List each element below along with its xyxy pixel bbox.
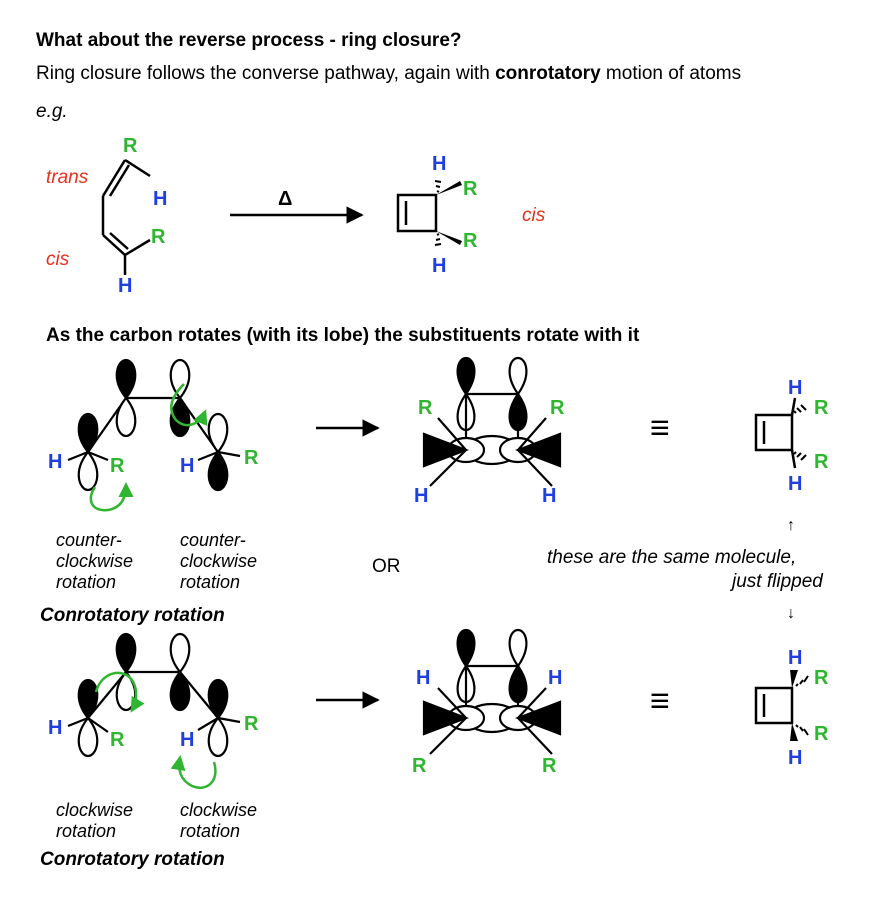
caption-line: counter- <box>180 530 246 550</box>
equivalence-icon: ≡ <box>650 409 670 447</box>
equivalence-icon: ≡ <box>650 682 670 720</box>
caption-line: clockwise <box>56 800 134 820</box>
substituent-R: R <box>244 713 259 735</box>
orbital-diagram-1 <box>67 358 241 492</box>
trans-label: trans <box>46 167 89 188</box>
substituent-R: R <box>550 397 565 419</box>
caption-line: clockwise <box>180 800 258 820</box>
row1-caption-right: counter- clockwise rotation <box>180 530 257 593</box>
cyclobutene-product <box>396 180 462 246</box>
substituent-R: R <box>814 397 829 419</box>
substituent-H: H <box>548 667 562 689</box>
substituent-H: H <box>48 451 62 473</box>
row1-label: Conrotatory rotation <box>40 605 225 626</box>
row2-caption-right: clockwise rotation <box>180 800 257 842</box>
intro-before: Ring closure follows the converse pathwa… <box>36 63 496 84</box>
substituent-H: H <box>788 473 802 495</box>
same-molecule-line1: these are the same molecule, <box>547 547 797 568</box>
heat-symbol: Δ <box>278 188 292 210</box>
down-arrow-icon: ↓ <box>787 605 795 622</box>
substituent-H: H <box>414 485 428 507</box>
substituent-H: H <box>432 153 446 175</box>
rotation-arrow-icon <box>170 755 217 789</box>
substituent-H: H <box>788 377 802 399</box>
cis-label-right: cis <box>522 205 546 226</box>
substituent-R: R <box>814 667 829 689</box>
substituent-R: R <box>123 135 138 157</box>
eg-label: e.g. <box>36 101 68 122</box>
substituent-H: H <box>788 647 802 669</box>
substituent-R: R <box>463 230 478 252</box>
rotation-arrow-icon <box>170 383 208 427</box>
substituent-H: H <box>432 255 446 277</box>
rotation-arrow-icon <box>94 671 145 713</box>
or-label: OR <box>372 556 401 577</box>
substituent-R: R <box>244 447 259 469</box>
intro-bold: conrotatory <box>495 63 601 84</box>
substituent-H: H <box>118 275 132 297</box>
substituent-R: R <box>110 455 125 477</box>
substituent-H: H <box>180 455 194 477</box>
substituent-H: H <box>542 485 556 507</box>
substituent-H: H <box>180 729 194 751</box>
rotation-arrow-icon <box>89 482 134 512</box>
up-arrow-icon: ↑ <box>787 517 795 534</box>
substituent-H: H <box>48 717 62 739</box>
substituent-H: H <box>416 667 430 689</box>
row1-caption-left: counter- clockwise rotation <box>56 530 133 593</box>
substituent-R: R <box>418 397 433 419</box>
cyclobutene-product <box>754 670 809 741</box>
substituent-R: R <box>814 723 829 745</box>
intro-after: motion of atoms <box>600 63 742 84</box>
caption-line: rotation <box>180 572 241 592</box>
caption-line: clockwise <box>180 551 258 571</box>
substituent-R: R <box>542 755 557 777</box>
caption-line: rotation <box>180 821 241 841</box>
cis-label-left: cis <box>46 249 70 270</box>
intro-text: Ring closure follows the converse pathwa… <box>36 64 741 83</box>
substituent-R: R <box>151 226 166 248</box>
same-molecule-line2: just flipped <box>732 571 823 592</box>
row2-caption-left: clockwise rotation <box>56 800 133 842</box>
butadiene-structure <box>101 158 151 275</box>
row2-label: Conrotatory rotation <box>40 849 225 870</box>
substituent-H: H <box>153 188 167 210</box>
substituent-R: R <box>814 451 829 473</box>
caption-line: rotation <box>56 572 117 592</box>
substituent-R: R <box>110 729 125 751</box>
caption-line: clockwise <box>56 551 134 571</box>
closing-ring-orbitals-2 <box>422 628 562 755</box>
substituent-R: R <box>412 755 427 777</box>
heading: What about the reverse process - ring cl… <box>36 30 462 51</box>
substituent-R: R <box>463 178 478 200</box>
cyclobutene-product <box>754 397 807 469</box>
caption-line: counter- <box>56 530 122 550</box>
closing-ring-orbitals-1 <box>422 356 562 487</box>
orbital-diagram-2 <box>67 632 241 758</box>
substituent-H: H <box>788 747 802 769</box>
caption-line: rotation <box>56 821 117 841</box>
subheading: As the carbon rotates (with its lobe) th… <box>46 325 640 346</box>
